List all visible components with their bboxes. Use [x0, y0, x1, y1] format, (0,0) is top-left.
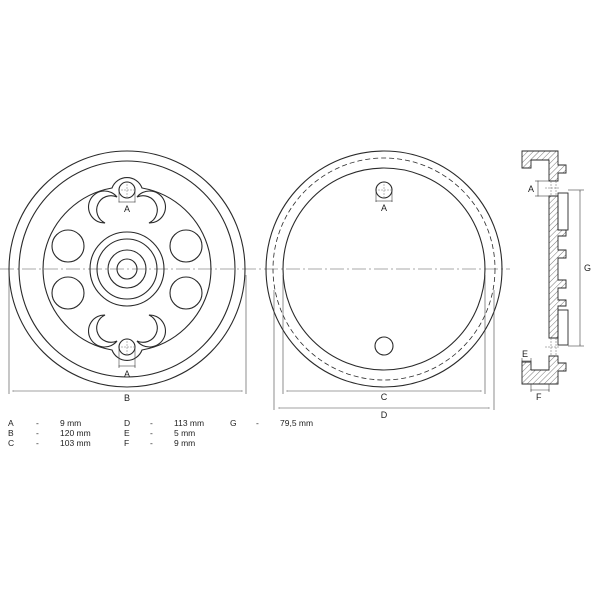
- legend-sep: -: [36, 428, 39, 438]
- legend-value: 79,5 mm: [280, 418, 314, 428]
- side-view: [521, 150, 567, 385]
- hole-r2: [169, 276, 203, 310]
- dim-label-g: G: [584, 263, 591, 273]
- legend-key: G: [230, 418, 237, 428]
- hole-ul: [87, 190, 118, 224]
- dim-label-b: B: [124, 393, 130, 403]
- legend-value: 9 mm: [60, 418, 82, 428]
- legend-value: 5 mm: [174, 428, 196, 438]
- dim-label-c: C: [381, 392, 388, 402]
- hole-ur: [136, 190, 167, 224]
- dim-label-a-top: A: [124, 204, 130, 214]
- legend-value: 113 mm: [174, 418, 205, 428]
- bottom-hole: [374, 336, 394, 356]
- legend-value: 103 mm: [60, 438, 91, 448]
- legend-value: 120 mm: [60, 428, 91, 438]
- legend-key: B: [8, 428, 14, 438]
- legend-key: F: [124, 438, 130, 448]
- legend-sep: -: [150, 418, 153, 428]
- legend-sep: -: [150, 428, 153, 438]
- hole-l1: [51, 229, 85, 263]
- dim-label-f: F: [536, 392, 542, 402]
- legend-key: E: [124, 428, 130, 438]
- legend-sep: -: [36, 418, 39, 428]
- hole-r1: [169, 229, 203, 263]
- hole-ll: [87, 314, 118, 348]
- dim-label-d: D: [381, 410, 388, 420]
- hole-lr: [136, 314, 167, 348]
- inner-rim: [18, 160, 236, 378]
- legend-key: C: [8, 438, 15, 448]
- legend-key: A: [8, 418, 14, 428]
- front-view: [8, 150, 246, 388]
- legend-value: 9 mm: [174, 438, 196, 448]
- legend-sep: -: [36, 438, 39, 448]
- dim-label-a-side: A: [528, 184, 534, 194]
- legend-sep: -: [256, 418, 259, 428]
- outer-rim: [8, 150, 246, 388]
- hole-l2: [51, 276, 85, 310]
- dim-label-a: A: [381, 203, 387, 213]
- legend-sep: -: [150, 438, 153, 448]
- dim-label-a-bottom: A: [124, 369, 130, 379]
- legend-key: D: [124, 418, 131, 428]
- dim-label-e: E: [522, 349, 528, 359]
